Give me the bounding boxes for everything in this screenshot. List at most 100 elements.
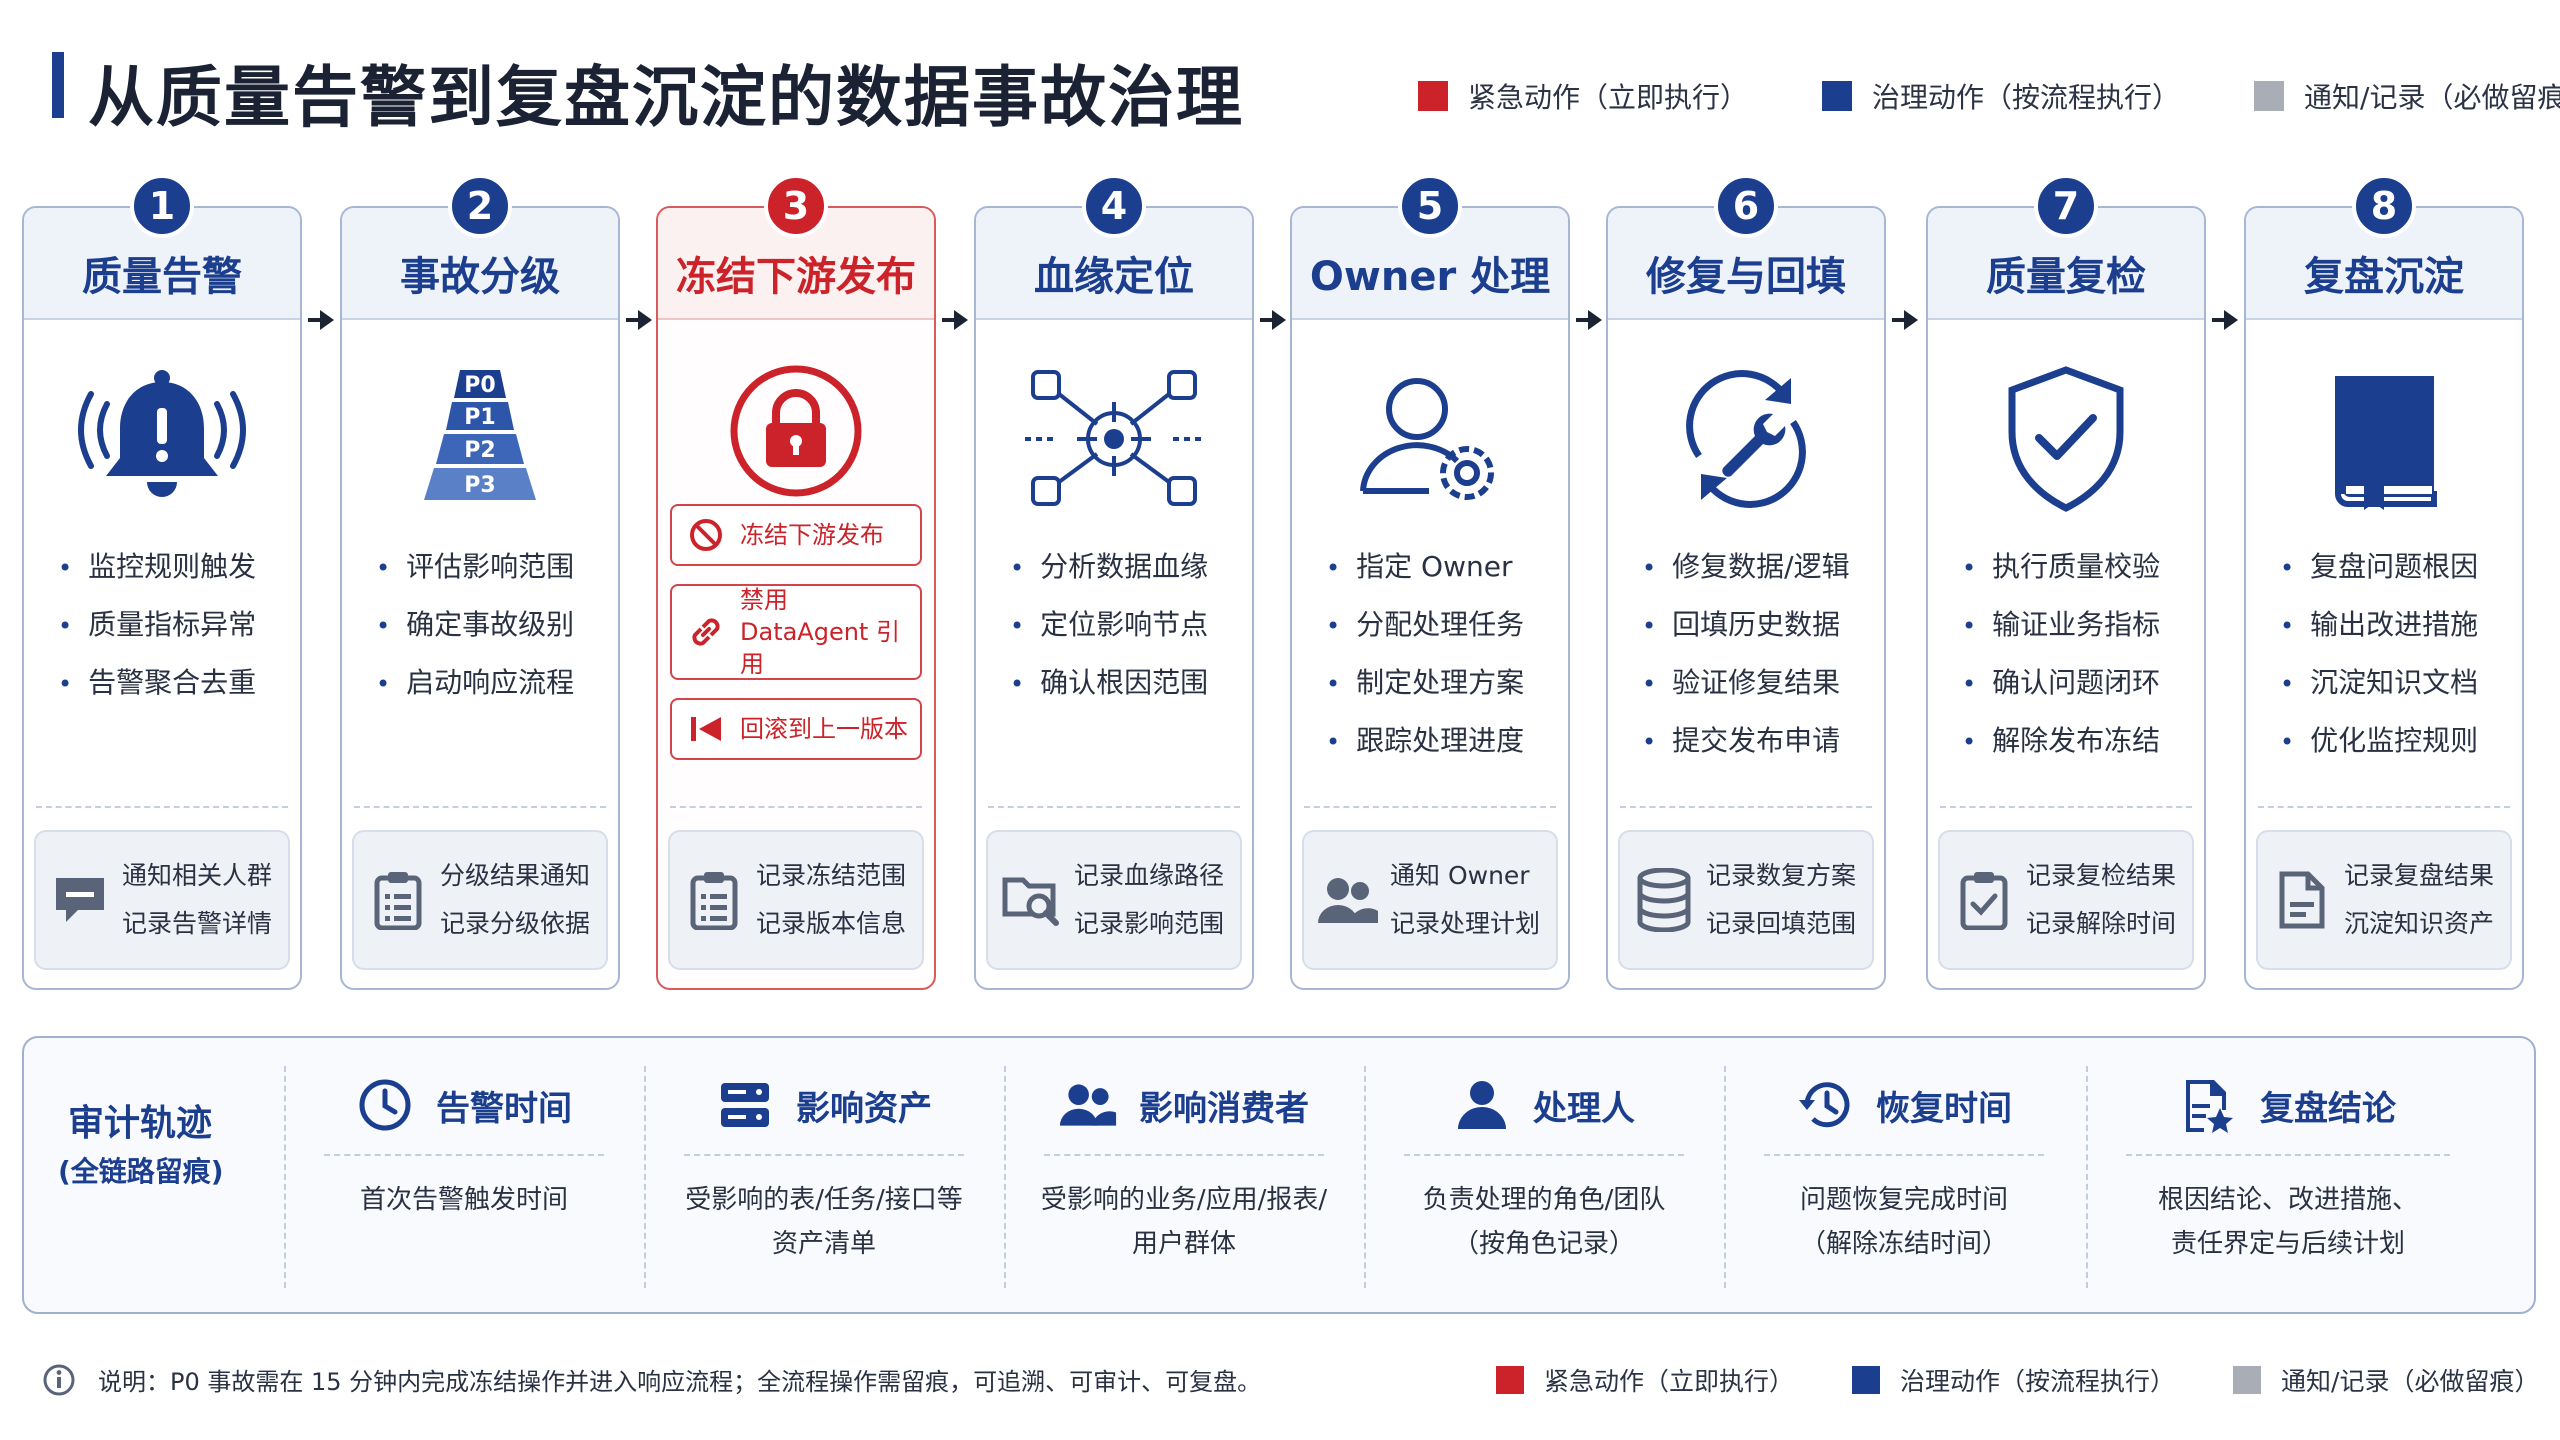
legend-item-governance: 治理动作（按流程执行） <box>1822 76 2180 116</box>
shield-check-icon <box>1971 344 2161 534</box>
freeze-downstream-button[interactable]: 冻结下游发布 <box>670 504 922 566</box>
disable-dataagent-button[interactable]: 禁用 DataAgent 引用 <box>670 584 922 680</box>
legend-swatch-record <box>2233 1366 2262 1394</box>
audit-item-recovery-time: 恢复时间 问题恢复完成时间 （解除冻结时间） <box>1726 1062 2082 1292</box>
bullet-item: 执行质量校验 <box>1962 538 2192 596</box>
step-card-3: 3 冻结下游发布 冻结下游发布 禁用 DataAgent 引用 <box>656 174 936 990</box>
divider <box>2126 1154 2450 1156</box>
step-card-7: 7 质量复检 执行质量校验 输证业务指标 确认问题闭环 解除发布冻结 记录复检结… <box>1926 174 2206 990</box>
legend-swatch-governance <box>1822 81 1853 111</box>
bullet-item: 复盘问题根因 <box>2280 538 2510 596</box>
action-label: 禁用 DataAgent 引用 <box>740 586 900 678</box>
legend-label: 治理动作（按流程执行） <box>1872 81 2181 114</box>
bullet-item: 输出改进措施 <box>2280 596 2510 654</box>
lineage-target-icon <box>1019 344 1209 534</box>
rollback-button[interactable]: 回滚到上一版本 <box>670 698 922 760</box>
action-label: 冻结下游发布 <box>740 521 884 549</box>
audit-item-desc: （按角色记录） <box>1452 1229 1635 1259</box>
audit-item-desc: 资产清单 <box>771 1229 876 1259</box>
audit-item-label: 恢复时间 <box>1876 1088 2012 1129</box>
audit-item-desc: 首次告警触发时间 <box>359 1185 568 1215</box>
step-card-8: 8 复盘沉淀 复盘问题根因 输出改进措施 沉淀知识文档 优化监控规则 记录复盘结… <box>2244 174 2524 990</box>
document-icon <box>2270 868 2334 932</box>
legend-label: 紧急动作（立即执行） <box>1468 81 1749 114</box>
users-icon <box>1059 1076 1117 1134</box>
audit-item-desc: 责任界定与后续计划 <box>2170 1229 2405 1259</box>
title-accent-bar <box>52 52 64 118</box>
footer-text: 说明：P0 事故需在 15 分钟内完成冻结操作并进入响应流程；全流程操作需留痕，… <box>98 1368 1262 1396</box>
step-number: 4 <box>1082 174 1146 238</box>
clipboard-list-icon <box>682 868 746 932</box>
divider <box>988 806 1240 808</box>
info-icon <box>43 1364 75 1395</box>
bullet-item: 沉淀知识文档 <box>2280 654 2510 712</box>
lock-icon <box>701 336 891 526</box>
note-line: 记录数复方案 <box>1706 861 1857 890</box>
chat-icon <box>48 868 112 932</box>
record-note: 通知相关人群 记录告警详情 <box>34 830 290 970</box>
note-line: 记录复检结果 <box>2026 861 2177 890</box>
bullet-item: 提交发布申请 <box>1642 712 1872 770</box>
bullet-item: 确认根因范围 <box>1010 654 1240 712</box>
step-bullets: 评估影响范围 确定事故级别 启动响应流程 <box>376 538 606 712</box>
record-note: 记录数复方案 记录回填范围 <box>1618 830 1874 970</box>
bullet-item: 质量指标异常 <box>58 596 288 654</box>
record-note: 通知 Owner 记录处理计划 <box>1302 830 1558 970</box>
urgent-actions: 冻结下游发布 禁用 DataAgent 引用 回滚到上一版本 <box>670 504 922 778</box>
legend-item-urgent: 紧急动作（立即执行） <box>1418 76 1748 116</box>
step-header: 7 质量复检 <box>1928 174 2204 320</box>
step-number: 5 <box>1398 174 1462 238</box>
legend-label: 紧急动作（立即执行） <box>1544 1367 1795 1396</box>
book-icon <box>2289 344 2479 534</box>
step-number: 2 <box>448 174 512 238</box>
step-number: 1 <box>130 174 194 238</box>
divider <box>684 1154 964 1156</box>
note-line: 记录告警详情 <box>122 909 273 938</box>
step-number: 6 <box>1714 174 1778 238</box>
audit-item-conclusion: 复盘结论 根因结论、改进措施、 责任界定与后续计划 <box>2088 1062 2488 1292</box>
legend-label: 治理动作（按流程执行） <box>1900 1367 2176 1396</box>
step-number: 8 <box>2352 174 2416 238</box>
database-icon <box>1632 868 1696 932</box>
step-title: 复盘沉淀 <box>2304 254 2464 300</box>
audit-item-handler: 处理人 负责处理的角色/团队 （按角色记录） <box>1366 1062 1722 1292</box>
bullet-item: 修复数据/逻辑 <box>1642 538 1872 596</box>
note-line: 通知相关人群 <box>122 861 273 890</box>
legend-bottom: 紧急动作（立即执行） 治理动作（按流程执行） 通知/记录（必做留痕） <box>1496 1362 2539 1398</box>
note-line: 记录回填范围 <box>1706 909 1857 938</box>
note-line: 记录复盘结果 <box>2344 861 2495 890</box>
bullet-item: 启动响应流程 <box>376 654 606 712</box>
divider <box>1304 806 1556 808</box>
audit-subtitle: (全链路留痕) <box>58 1155 224 1188</box>
step-number: 7 <box>2034 174 2098 238</box>
note-line: 记录影响范围 <box>1074 909 1225 938</box>
step-header: 1 质量告警 <box>24 174 300 320</box>
divider <box>1404 1154 1684 1156</box>
legend-swatch-governance <box>1852 1366 1881 1394</box>
step-header: 6 修复与回填 <box>1608 174 1884 320</box>
pyramid-level-label: P1 <box>464 405 495 430</box>
step-bullets: 指定 Owner 分配处理任务 制定处理方案 跟踪处理进度 <box>1326 538 1556 770</box>
arrow-right-icon <box>1892 310 1918 330</box>
rollback-icon <box>686 709 726 749</box>
bell-alert-icon <box>67 344 257 534</box>
step-title: 质量复检 <box>1986 254 2146 300</box>
arrow-right-icon <box>942 310 968 330</box>
server-icon <box>716 1076 774 1134</box>
link-icon <box>686 612 726 652</box>
folder-search-icon <box>1000 868 1064 932</box>
audit-item-desc: 用户群体 <box>1131 1229 1236 1259</box>
pyramid-level-label: P2 <box>464 438 495 463</box>
audit-item-desc: 根因结论、改进措施、 <box>2157 1185 2418 1215</box>
audit-item-label: 告警时间 <box>436 1088 572 1129</box>
step-header: 2 事故分级 <box>342 174 618 320</box>
legend-swatch-urgent <box>1418 81 1448 111</box>
clock-icon <box>356 1076 414 1134</box>
step-card-6: 6 修复与回填 修复数据/逻辑 回填历史数据 验证修复结果 提交发布申请 记录数… <box>1606 174 1886 990</box>
audit-item-desc: 受影响的业务/应用/报表/ <box>1040 1185 1328 1215</box>
bullet-item: 回填历史数据 <box>1642 596 1872 654</box>
user-gear-icon <box>1335 344 1525 534</box>
step-bullets: 监控规则触发 质量指标异常 告警聚合去重 <box>58 538 288 712</box>
audit-item-consumers: 影响消费者 受影响的业务/应用/报表/ 用户群体 <box>1006 1062 1362 1292</box>
audit-item-label: 处理人 <box>1533 1088 1635 1129</box>
